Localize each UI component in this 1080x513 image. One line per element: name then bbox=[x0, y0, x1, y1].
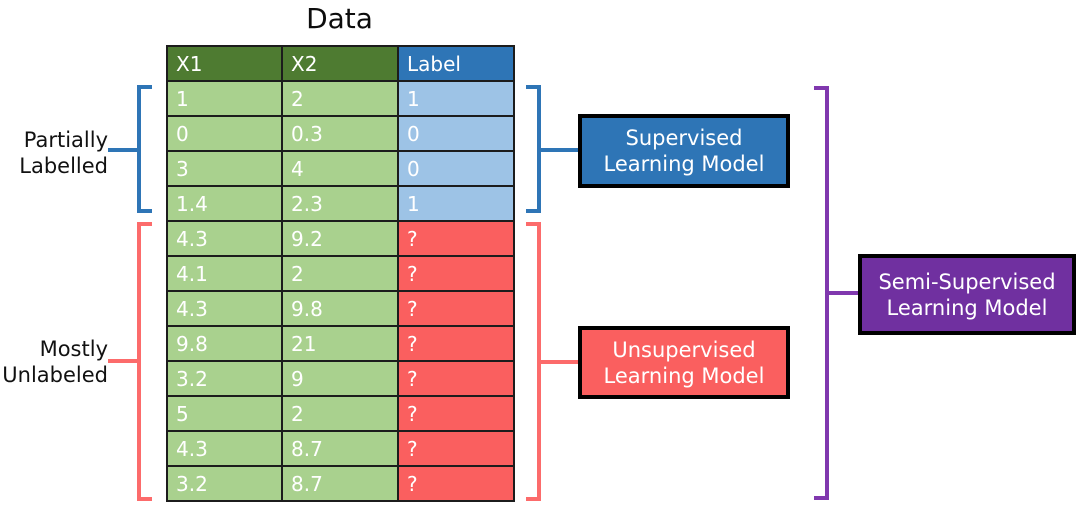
unsupervised-connector bbox=[541, 360, 578, 364]
mostly-unlabeled-label: Mostly Unlabeled bbox=[2, 337, 108, 387]
cell-label: ? bbox=[397, 290, 515, 327]
cell-label: ? bbox=[397, 430, 515, 467]
cell-x1: 3.2 bbox=[166, 360, 283, 397]
cell-x2: 2 bbox=[281, 80, 399, 117]
semi-supervised-model-label: Semi-Supervised Learning Model bbox=[878, 269, 1056, 320]
cell-x1: 4.3 bbox=[166, 430, 283, 467]
cell-x2: 4 bbox=[281, 150, 399, 187]
cell-label: ? bbox=[397, 465, 515, 502]
cell-x1: 4.1 bbox=[166, 255, 283, 292]
table-header-row: X1 X2 Label bbox=[166, 45, 515, 82]
unsupervised-model-label: Unsupervised Learning Model bbox=[603, 337, 765, 388]
cell-x2: 8.7 bbox=[281, 465, 399, 502]
semi-supervised-model-box: Semi-Supervised Learning Model bbox=[858, 254, 1076, 335]
cell-x2: 9 bbox=[281, 360, 399, 397]
supervised-model-label: Supervised Learning Model bbox=[603, 126, 765, 176]
supervised-model-box: Supervised Learning Model bbox=[578, 114, 790, 188]
column-header-x1: X1 bbox=[166, 45, 283, 82]
mostly-unlabeled-bracket bbox=[137, 222, 152, 501]
cell-x1: 0 bbox=[166, 115, 283, 152]
cell-label: 0 bbox=[397, 115, 515, 152]
unsupervised-bracket bbox=[526, 222, 541, 501]
unsupervised-model-box: Unsupervised Learning Model bbox=[578, 326, 790, 399]
cell-x1: 9.8 bbox=[166, 325, 283, 362]
column-header-x2: X2 bbox=[281, 45, 399, 82]
cell-x1: 4.3 bbox=[166, 220, 283, 257]
partially-labelled-bracket bbox=[137, 85, 152, 213]
cell-x2: 9.2 bbox=[281, 220, 399, 257]
cell-label: 1 bbox=[397, 80, 515, 117]
mostly-unlabeled-connector bbox=[108, 359, 137, 363]
cell-x2: 2.3 bbox=[281, 185, 399, 222]
cell-x2: 2 bbox=[281, 395, 399, 432]
supervised-bracket bbox=[526, 85, 541, 213]
cell-x2: 9.8 bbox=[281, 290, 399, 327]
cell-x1: 5 bbox=[166, 395, 283, 432]
semi-supervised-connector bbox=[829, 291, 858, 295]
cell-label: 1 bbox=[397, 185, 515, 222]
cell-x1: 4.3 bbox=[166, 290, 283, 327]
cell-label: ? bbox=[397, 360, 515, 397]
cell-x2: 8.7 bbox=[281, 430, 399, 467]
cell-label: ? bbox=[397, 255, 515, 292]
cell-x1: 3 bbox=[166, 150, 283, 187]
cell-x2: 0.3 bbox=[281, 115, 399, 152]
cell-x1: 1.4 bbox=[166, 185, 283, 222]
cell-x2: 21 bbox=[281, 325, 399, 362]
supervised-connector bbox=[541, 148, 578, 152]
cell-label: ? bbox=[397, 395, 515, 432]
cell-label: 0 bbox=[397, 150, 515, 187]
cell-label: ? bbox=[397, 325, 515, 362]
cell-x1: 1 bbox=[166, 80, 283, 117]
semi-supervised-bracket bbox=[814, 86, 829, 500]
cell-x2: 2 bbox=[281, 255, 399, 292]
partially-labelled-label: Partially Labelled bbox=[19, 128, 108, 178]
diagram-title: Data bbox=[306, 2, 373, 35]
column-header-label: Label bbox=[397, 45, 515, 82]
cell-x1: 3.2 bbox=[166, 465, 283, 502]
cell-label: ? bbox=[397, 220, 515, 257]
partially-labelled-connector bbox=[108, 148, 137, 152]
